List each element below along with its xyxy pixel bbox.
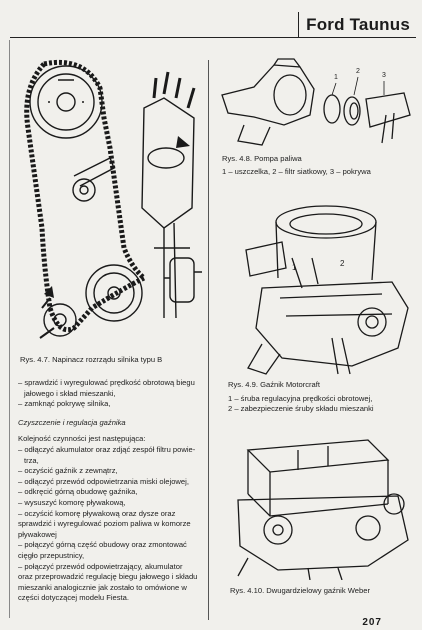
motorcraft-carburettor-drawing: 1 2	[245, 205, 409, 375]
callout-2: 2	[356, 68, 360, 75]
fuel-pump-drawing: 1 2 3	[221, 58, 411, 146]
callout-3: 3	[382, 72, 386, 79]
steps-lead: Kolejność czynności jest następująca:	[18, 434, 146, 444]
step-line: – odkręcić górną obudowę gaźnika,	[18, 487, 138, 497]
step-line: cięgło przepustnicy,	[18, 550, 85, 560]
callout-1: 1	[292, 263, 297, 272]
figure-4-8-fuel-pump: 1 2 3	[214, 55, 414, 147]
figure-4-8-caption: Rys. 4.8. Pompa paliwa	[222, 154, 302, 163]
step-line: części dotyczącej modelu Fiesta.	[18, 593, 129, 603]
figure-4-9-motorcraft-carburettor: 1 2	[222, 198, 414, 376]
weber-carburettor-drawing	[237, 439, 409, 580]
figure-4-8-caption-block: Rys. 4.8. Pompa paliwa 1 – uszczelka, 2 …	[222, 154, 417, 177]
figure-4-10-caption: Rys. 4.10. Dwugardzielowy gaźnik Weber	[230, 586, 370, 595]
page-number: 207	[362, 617, 382, 628]
figure-4-9-legend-1: 1 – śruba regulacyjna prędkości obrotowe…	[228, 394, 373, 403]
figure-4-7-caption: Rys. 4.7. Napinacz rozrządu silnika typu…	[20, 355, 163, 364]
header-rule	[10, 37, 416, 38]
step-line: pływakowej	[18, 529, 57, 539]
left-margin-rule	[9, 40, 10, 618]
step-line: trza,	[24, 455, 39, 465]
step-line: mieszanki analogicznie jak zostało to om…	[18, 582, 187, 592]
figure-4-8-legend: 1 – uszczelka, 2 – filtr siatkowy, 3 – p…	[222, 167, 371, 176]
timing-belt-drawing	[24, 59, 202, 339]
step-line: – odłączyć przewód odpowietrzania miski …	[18, 476, 189, 486]
step-line: – odłączyć akumulator oraz zdjąć zespół …	[18, 444, 196, 454]
column-divider	[208, 60, 209, 620]
step-line: – połączyć przewód odpowietrzający, akum…	[18, 561, 183, 571]
intro-line-2: jałowego i skład mieszanki,	[24, 388, 116, 398]
header-divider	[298, 12, 299, 38]
step-line: – połączyć górną część obudowy oraz zmon…	[18, 540, 187, 550]
step-line: – oczyścić komorę pływakową oraz dysze o…	[18, 508, 176, 518]
step-line: oraz przeprowadzić regulację biegu jałow…	[18, 572, 198, 582]
intro-line-3: – zamknąć pokrywę silnika,	[18, 399, 111, 409]
figure-4-7-timing-belt	[14, 58, 206, 353]
figure-4-9-caption-block: Rys. 4.9. Gaźnik Motorcraft 1 – śruba re…	[228, 380, 416, 414]
callout-2: 2	[340, 259, 345, 268]
intro-line-1: – sprawdzić i wyregulować prędkość obrot…	[18, 378, 195, 387]
step-line: sprawdzić i wyregulować poziom paliwa w …	[18, 519, 191, 529]
body-text: – sprawdzić i wyregulować prędkość obrot…	[18, 378, 206, 604]
page-header-title: Ford Taunus	[306, 15, 410, 34]
figure-4-10-weber-carburettor	[218, 430, 418, 580]
step-line: – wysuszyć komorę pływakową,	[18, 497, 126, 507]
callout-1: 1	[334, 74, 338, 81]
figure-4-9-caption: Rys. 4.9. Gaźnik Motorcraft	[228, 380, 320, 389]
step-line: – oczyścić gaźnik z zewnątrz,	[18, 466, 118, 476]
section-title: Czyszczenie i regulacja gaźnika	[18, 417, 126, 427]
figure-4-9-legend-2: 2 – zabezpieczenie śruby składu mieszank…	[228, 404, 374, 413]
